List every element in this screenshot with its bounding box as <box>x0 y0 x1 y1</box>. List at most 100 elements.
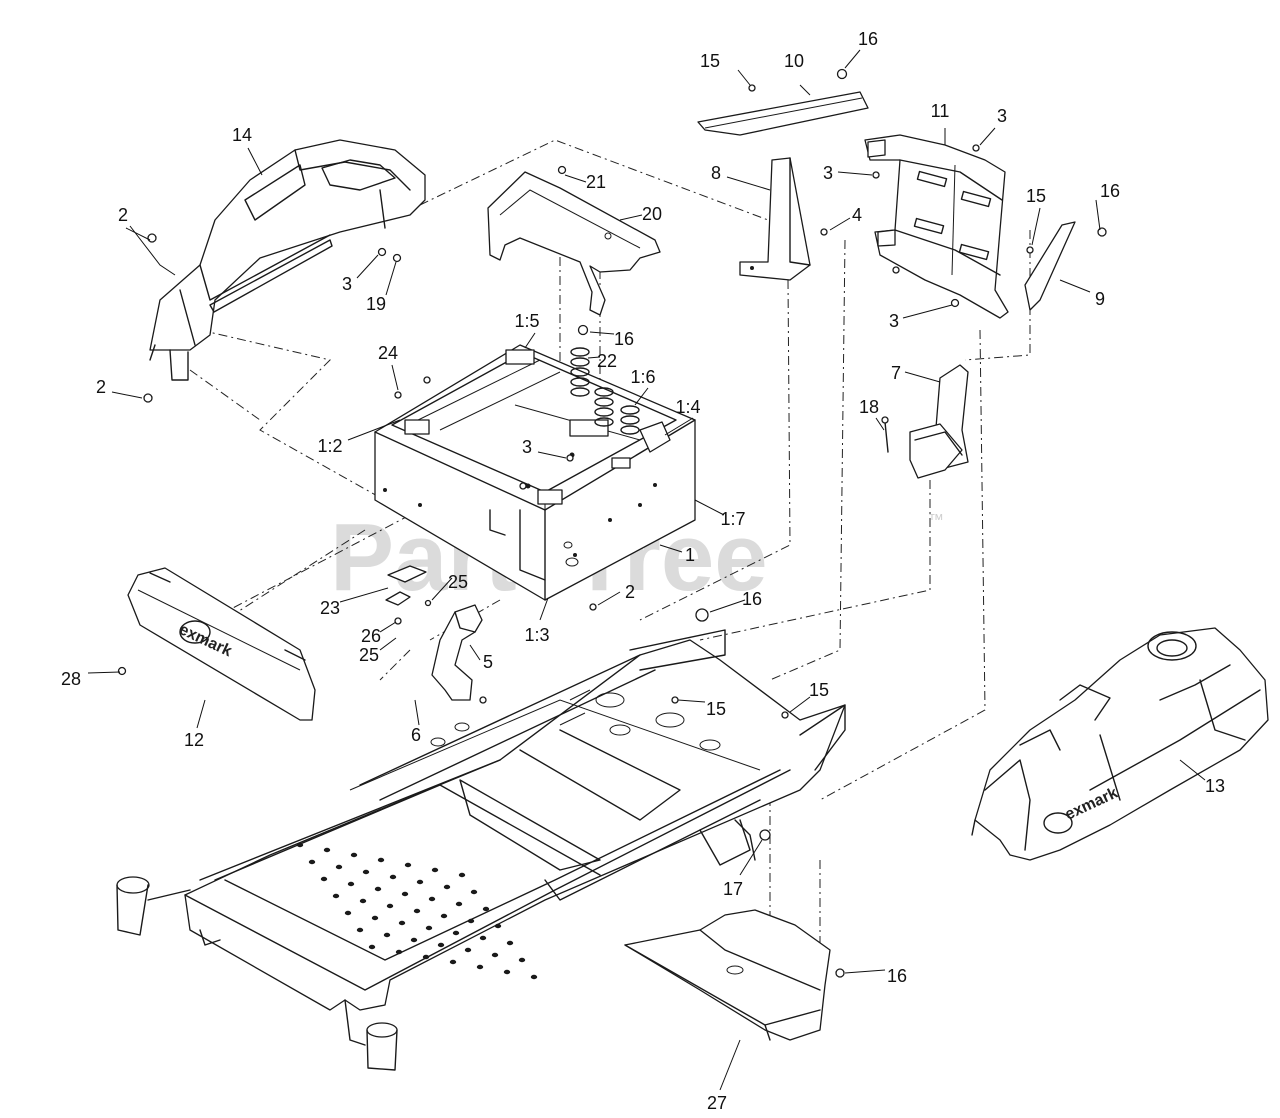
callout-c12: 12 <box>184 730 204 750</box>
floor-hole <box>296 842 304 848</box>
callout-c3c: 3 <box>889 311 899 331</box>
callout-c10: 10 <box>784 51 804 71</box>
floor-hole <box>494 923 502 929</box>
floor-hole <box>335 864 343 870</box>
callout-c16d: 16 <box>742 589 762 609</box>
floor-hole <box>431 867 439 873</box>
floor-hole <box>347 881 355 887</box>
floor-hole <box>425 925 433 931</box>
callout-c1_4: 1:4 <box>675 397 700 417</box>
floor-hole <box>368 944 376 950</box>
callout-c1_3: 1:3 <box>524 625 549 645</box>
floor-hole <box>404 862 412 868</box>
floor-hole <box>464 947 472 953</box>
floor-hole <box>323 847 331 853</box>
callout-c2c: 2 <box>625 582 635 602</box>
watermark-trademark: ™ <box>928 512 944 529</box>
floor-hole <box>344 910 352 916</box>
floor-hole <box>479 935 487 941</box>
callout-c9: 9 <box>1095 289 1105 309</box>
callout-c23: 23 <box>320 598 340 618</box>
callout-c17: 17 <box>723 879 743 899</box>
callout-c21: 21 <box>586 172 606 192</box>
shield-part-20 <box>487 171 661 316</box>
callout-c2a: 2 <box>118 205 128 225</box>
floor-hole <box>530 974 538 980</box>
bar-part-9 <box>1024 221 1076 311</box>
floor-hole <box>308 859 316 865</box>
floor-hole <box>482 906 490 912</box>
callout-c19: 19 <box>366 294 386 314</box>
panel-part-11 <box>864 134 1009 319</box>
floor-hole <box>410 937 418 943</box>
leader-lines <box>87 49 1206 1091</box>
bracket-part-7 <box>909 364 969 479</box>
floor-hole <box>416 879 424 885</box>
floor-hole <box>476 964 484 970</box>
floor-hole <box>443 884 451 890</box>
right-fender-part-13: exmark <box>971 627 1269 861</box>
chassis-frame <box>116 629 846 1071</box>
floor-hole <box>389 874 397 880</box>
callout-c15c: 15 <box>706 699 726 719</box>
callout-c27: 27 <box>707 1093 727 1113</box>
floor-hole <box>518 957 526 963</box>
bracket-part-8 <box>739 157 811 281</box>
callout-c24: 24 <box>378 343 398 363</box>
floor-hole <box>401 891 409 897</box>
floor-hole <box>359 898 367 904</box>
callout-c25a: 25 <box>448 572 468 592</box>
callout-c28: 28 <box>61 669 81 689</box>
callout-c8a: 8 <box>711 163 721 183</box>
callout-c3a: 3 <box>997 106 1007 126</box>
floor-hole <box>383 932 391 938</box>
floor-hole <box>332 893 340 899</box>
bar-part-10 <box>697 91 869 136</box>
floor-hole <box>455 901 463 907</box>
floor-hole <box>395 949 403 955</box>
callout-c15a: 15 <box>700 51 720 71</box>
tray-part-27 <box>624 909 831 1041</box>
floor-hole <box>506 940 514 946</box>
callout-c15b: 15 <box>1026 186 1046 206</box>
callout-c5: 5 <box>483 652 493 672</box>
floor-hole <box>449 959 457 965</box>
callout-c3b: 3 <box>823 163 833 183</box>
callout-c6: 6 <box>411 725 421 745</box>
floor-hole <box>452 930 460 936</box>
floor-hole <box>470 889 478 895</box>
floor-hole <box>350 852 358 858</box>
grill-plate-part-12: exmark <box>127 567 316 721</box>
callout-c16b: 16 <box>1100 181 1120 201</box>
callout-c1_5: 1:5 <box>514 311 539 331</box>
floor-hole <box>428 896 436 902</box>
fasteners <box>117 68 1107 978</box>
callout-c2b: 2 <box>96 377 106 397</box>
bracket-part-23-26 <box>385 565 427 606</box>
floor-hole <box>440 913 448 919</box>
floor-hole <box>362 869 370 875</box>
callout-c7: 7 <box>891 363 901 383</box>
callout-c16a: 16 <box>858 29 878 49</box>
floor-hole <box>371 915 379 921</box>
floor-hole <box>386 903 394 909</box>
callout-c20: 20 <box>642 204 662 224</box>
callout-c4: 4 <box>852 205 862 225</box>
left-fender-part-14 <box>149 139 426 381</box>
callout-c1_7: 1:7 <box>720 509 745 529</box>
floor-hole <box>320 876 328 882</box>
floor-hole <box>413 908 421 914</box>
callout-c11: 11 <box>931 101 950 121</box>
hinge-part-5 <box>431 604 483 701</box>
callout-c14: 14 <box>232 125 252 145</box>
callout-c16c: 16 <box>614 329 634 349</box>
callout-c22: 22 <box>597 351 617 371</box>
floor-hole <box>467 918 475 924</box>
callout-c3e: 3 <box>522 437 532 457</box>
callout-c1: 1 <box>685 545 695 565</box>
callout-c3d: 3 <box>342 274 352 294</box>
floor-hole <box>377 857 385 863</box>
callout-c26: 26 <box>361 626 381 646</box>
